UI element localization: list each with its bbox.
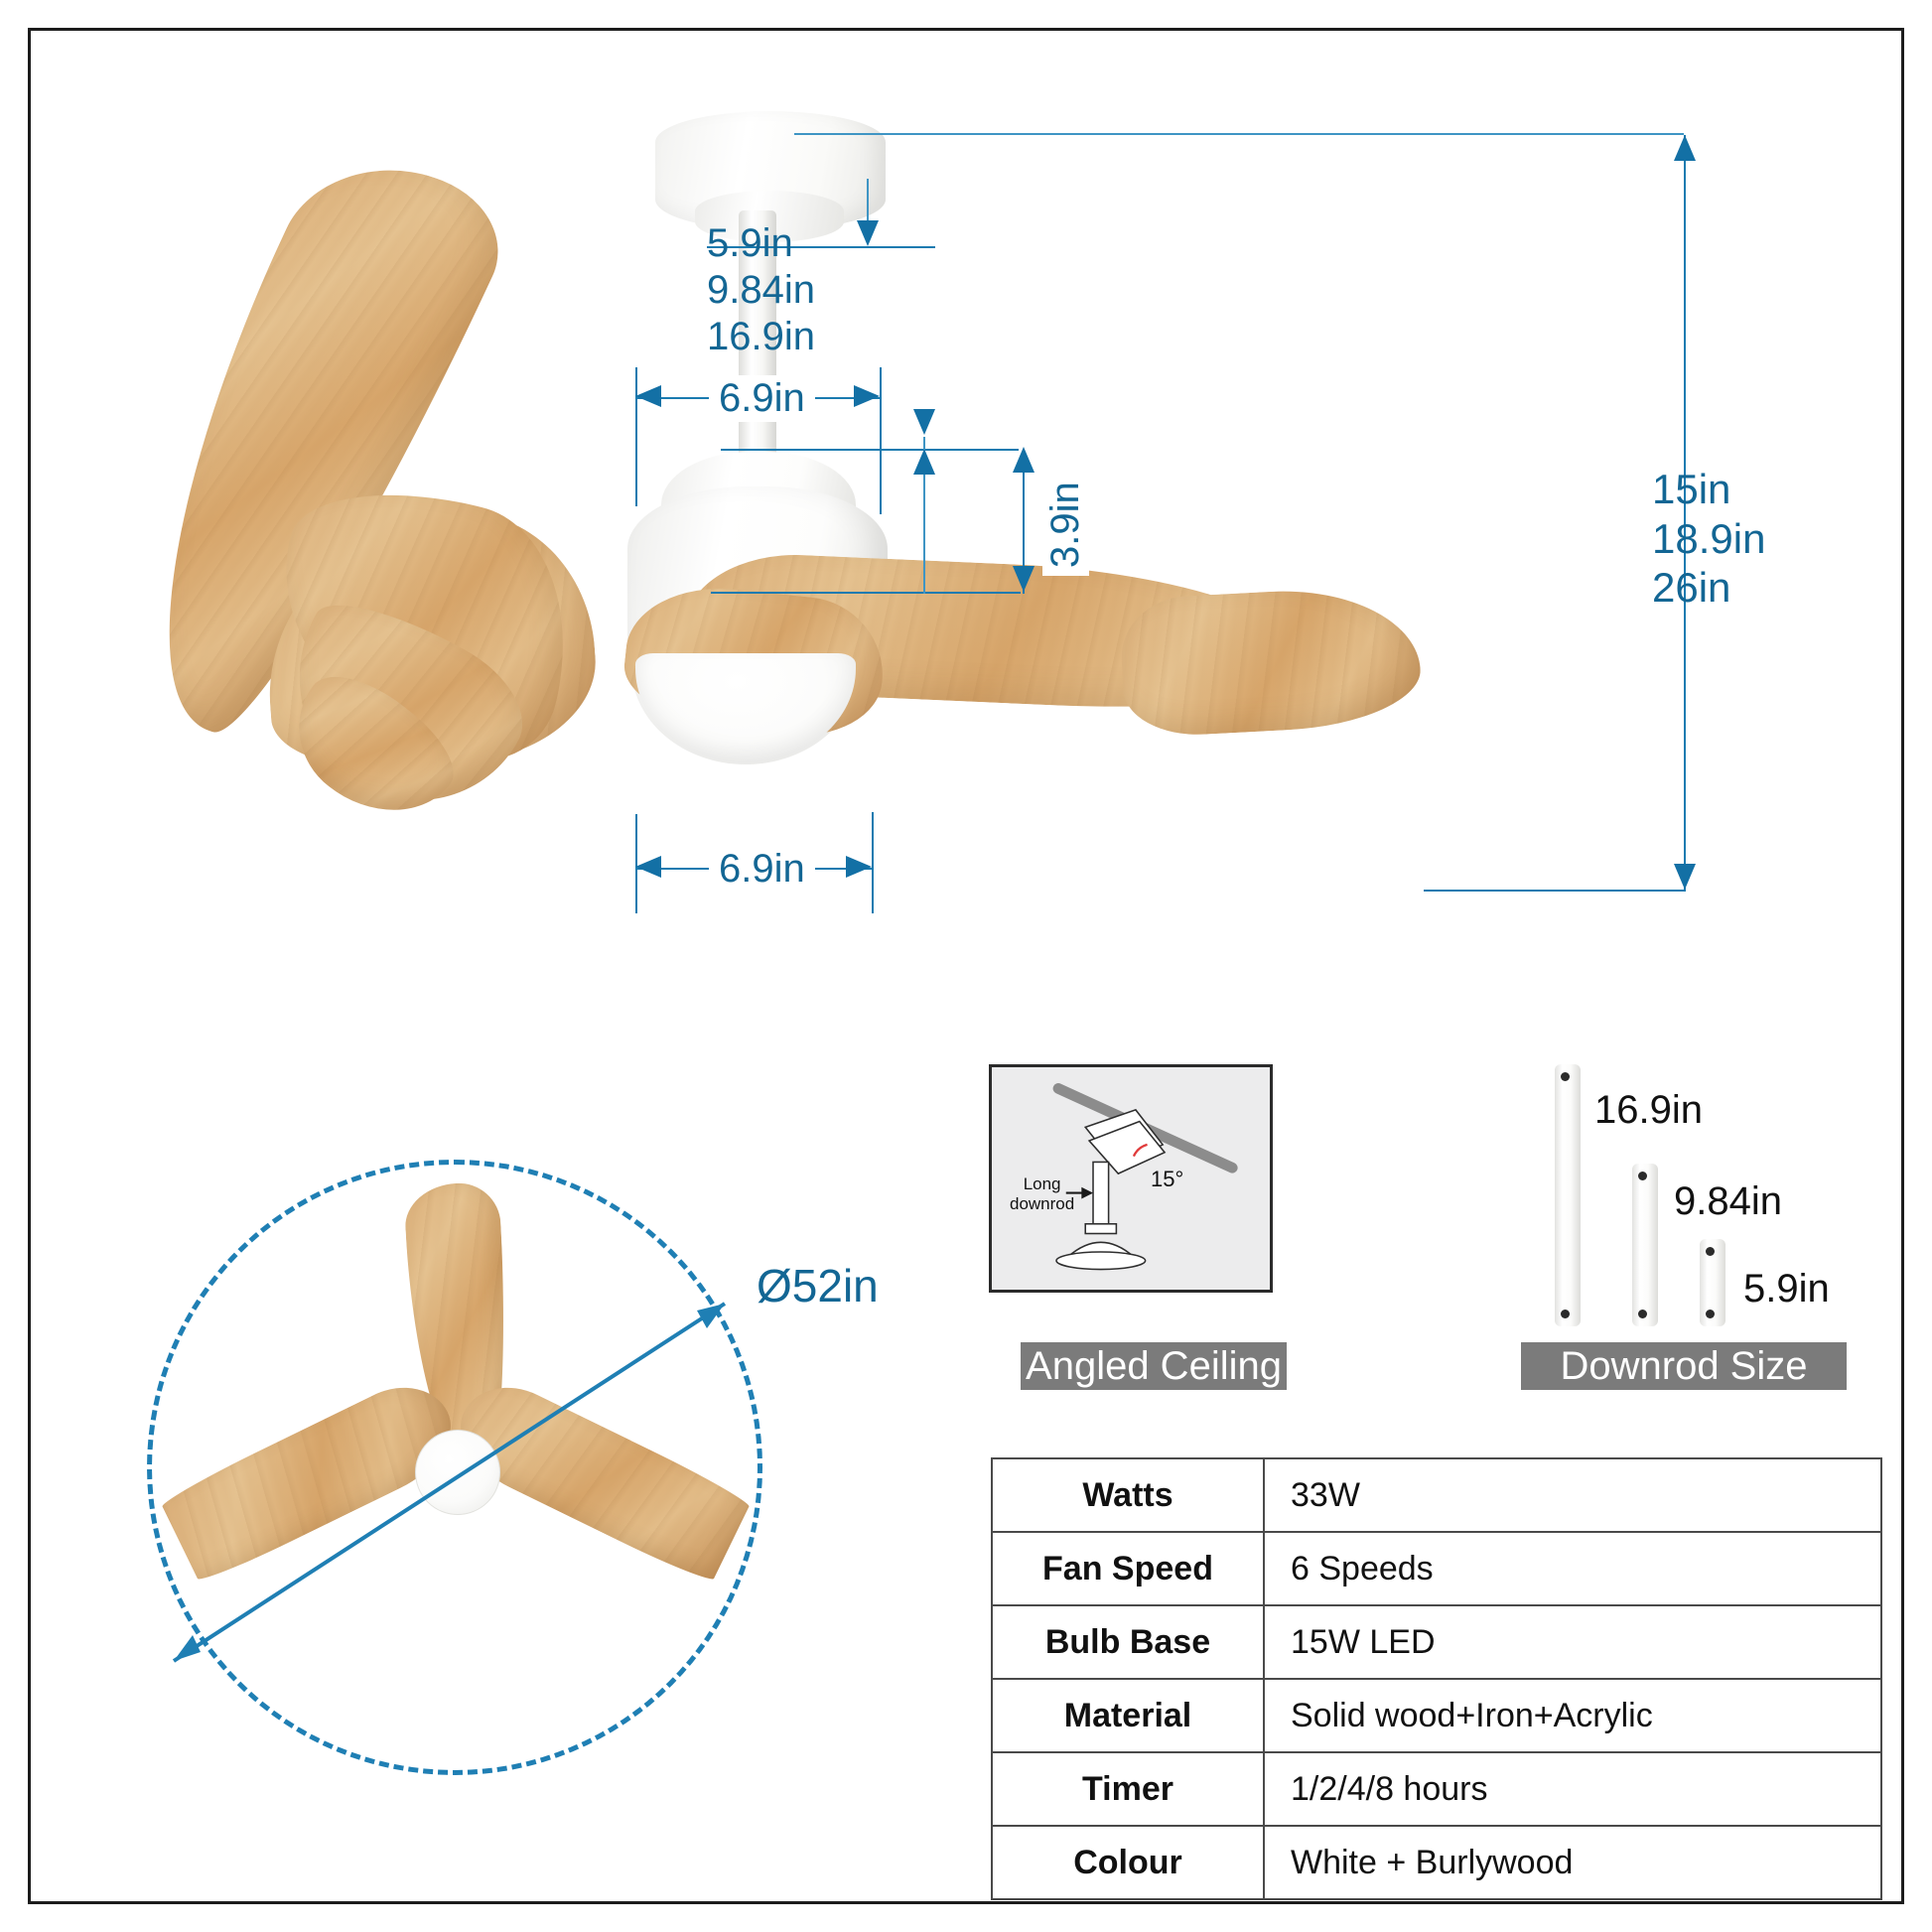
total-height-line-3: 26in bbox=[1652, 564, 1731, 612]
motor-width-bottom-label: 6.9in bbox=[709, 846, 815, 894]
downrod-5-9 bbox=[1700, 1239, 1725, 1326]
arrow-width-bottom-left bbox=[635, 856, 661, 878]
table-row: Bulb Base 15W LED bbox=[991, 1604, 1882, 1680]
blade-sweep-circle bbox=[147, 1160, 762, 1775]
spec-value-timer: 1/2/4/8 hours bbox=[1263, 1751, 1882, 1827]
arrow-total-height-down bbox=[1674, 864, 1696, 890]
long-downrod-callout: Long downrod bbox=[1010, 1174, 1074, 1213]
arrow-width-top-right bbox=[854, 385, 880, 407]
motor-height-label: 3.9in bbox=[1042, 474, 1090, 576]
downrod-9-84-label: 9.84in bbox=[1674, 1179, 1782, 1223]
arrow-width-bottom-right bbox=[846, 856, 872, 878]
angled-ceiling-caption: Angled Ceiling bbox=[1021, 1342, 1287, 1390]
spec-value-material: Solid wood+Iron+Acrylic bbox=[1263, 1678, 1882, 1753]
spec-value-fan-speed: 6 Speeds bbox=[1263, 1531, 1882, 1606]
ext-line-motor-bottom bbox=[711, 592, 1021, 594]
arrow-motor-height-up bbox=[1013, 447, 1035, 473]
total-height-line-2: 18.9in bbox=[1652, 514, 1766, 562]
specification-table: Watts 33W Fan Speed 6 Speeds Bulb Base 1… bbox=[991, 1457, 1882, 1900]
ext-line-blade-right-bottom bbox=[872, 812, 874, 913]
arrow-width-top-left bbox=[635, 385, 661, 407]
ext-line-motor-top bbox=[721, 449, 1019, 451]
angled-ceiling-panel: Long downrod 15° bbox=[989, 1064, 1273, 1293]
angle-value-label: 15° bbox=[1151, 1167, 1184, 1191]
spec-key-watts: Watts bbox=[991, 1457, 1265, 1533]
light-diffuser-front bbox=[635, 653, 856, 762]
plan-hub bbox=[415, 1430, 500, 1515]
downrod-16-9-hole-bottom bbox=[1561, 1310, 1570, 1318]
spec-key-material: Material bbox=[991, 1678, 1265, 1753]
table-row: Fan Speed 6 Speeds bbox=[991, 1531, 1882, 1606]
long-downrod-callout-line-2: downrod bbox=[1010, 1193, 1075, 1213]
spec-key-bulb-base: Bulb Base bbox=[991, 1604, 1265, 1680]
spec-key-colour: Colour bbox=[991, 1825, 1265, 1900]
dim-line-3-9-lower bbox=[923, 449, 925, 594]
downrod-16-9 bbox=[1555, 1064, 1581, 1326]
ext-line-rod-top bbox=[707, 246, 935, 248]
downrod-9-84-hole-bottom bbox=[1638, 1310, 1647, 1318]
downrod-length-line-2: 9.84in bbox=[707, 268, 815, 313]
spec-value-bulb-base: 15W LED bbox=[1263, 1604, 1882, 1680]
arrow-motor-height-down bbox=[1013, 566, 1035, 592]
ext-line-ceiling bbox=[794, 133, 1684, 135]
angled-ceiling-illustration bbox=[1052, 1083, 1238, 1271]
downrod-16-9-label: 16.9in bbox=[1594, 1088, 1703, 1132]
fan-blade-right-tip bbox=[1118, 584, 1424, 739]
long-downrod-callout-line-1: Long bbox=[1023, 1174, 1061, 1193]
table-row: Timer 1/2/4/8 hours bbox=[991, 1751, 1882, 1827]
blade-diameter-label: Ø52in bbox=[757, 1260, 879, 1311]
specification-table-body: Watts 33W Fan Speed 6 Speeds Bulb Base 1… bbox=[991, 1457, 1882, 1900]
spec-value-watts: 33W bbox=[1263, 1457, 1882, 1533]
total-height-label: 15in 18.9in 26in bbox=[1652, 465, 1765, 613]
dim-line-downrod bbox=[867, 179, 869, 240]
table-row: Colour White + Burlywood bbox=[991, 1825, 1882, 1900]
arrow-3-9-bottom-up bbox=[913, 449, 935, 475]
arrow-3-9-top-down bbox=[913, 409, 935, 435]
downrod-9-84 bbox=[1632, 1164, 1658, 1326]
downrod-size-caption: Downrod Size bbox=[1521, 1342, 1847, 1390]
ext-line-motor-right-top bbox=[880, 367, 882, 514]
downrod-5-9-hole-bottom bbox=[1706, 1310, 1715, 1318]
ext-line-fan-bottom bbox=[1424, 890, 1686, 892]
downrod-5-9-hole-top bbox=[1706, 1247, 1715, 1256]
ext-line-motor-left-top bbox=[635, 367, 637, 506]
downrod-16-9-hole-top bbox=[1561, 1072, 1570, 1081]
total-height-line-1: 15in bbox=[1652, 466, 1731, 512]
dim-line-total-height bbox=[1684, 135, 1686, 890]
downrod-9-84-hole-top bbox=[1638, 1172, 1647, 1180]
motor-width-top-label: 6.9in bbox=[709, 375, 815, 423]
spec-key-timer: Timer bbox=[991, 1751, 1265, 1827]
diameter-leader-line bbox=[172, 1302, 727, 1663]
table-row: Material Solid wood+Iron+Acrylic bbox=[991, 1678, 1882, 1753]
spec-value-colour: White + Burlywood bbox=[1263, 1825, 1882, 1900]
dim-line-motor-height bbox=[1023, 449, 1025, 594]
downrod-length-line-1: 5.9in bbox=[707, 221, 793, 265]
arrow-downrod-down bbox=[857, 220, 879, 246]
downrod-length-line-3: 16.9in bbox=[707, 315, 815, 359]
downrod-length-label: 5.9in 9.84in 16.9in bbox=[707, 220, 815, 361]
spec-key-fan-speed: Fan Speed bbox=[991, 1531, 1265, 1606]
downrod-5-9-label: 5.9in bbox=[1743, 1267, 1830, 1311]
table-row: Watts 33W bbox=[991, 1457, 1882, 1533]
arrow-total-height-up bbox=[1674, 135, 1696, 161]
